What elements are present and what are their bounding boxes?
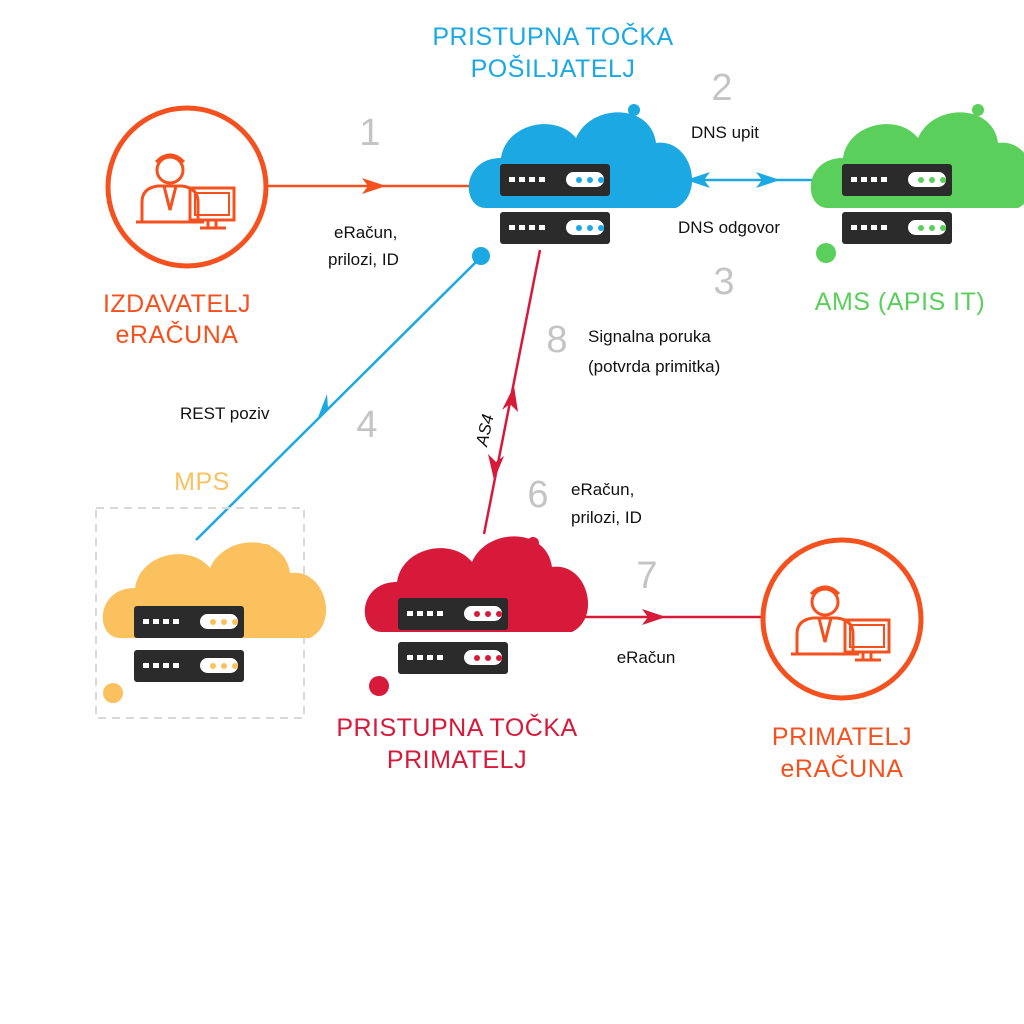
- issuer-label-1: IZDAVATELJ: [103, 290, 251, 318]
- step-4: 4: [356, 404, 377, 446]
- recipient-label-1: PRIMATELJ: [772, 723, 912, 751]
- protocol-label: AS4: [472, 412, 497, 448]
- arrow-head: [502, 386, 518, 412]
- edge-6-label-2: prilozi, ID: [571, 508, 642, 527]
- mps-node: [95, 507, 327, 719]
- step-8: 8: [546, 319, 567, 361]
- arrow-head: [362, 178, 386, 194]
- sender-ap-node: [468, 104, 693, 244]
- step-6: 6: [527, 474, 548, 516]
- arrow-head: [686, 172, 710, 188]
- issuer-label-2: eRAČUNA: [116, 320, 239, 349]
- arrow-head: [488, 454, 504, 480]
- edge-1-label-1: eRačun,: [334, 223, 397, 242]
- ams-label: AMS (APIS IT): [815, 288, 985, 316]
- edge-2-label: DNS upit: [691, 123, 759, 142]
- edge-4-label: REST poziv: [180, 404, 270, 423]
- arrow-head: [756, 172, 780, 188]
- sender-ap-label-1: PRISTUPNA TOČKA: [432, 22, 673, 51]
- receiver-ap-node: [364, 536, 589, 696]
- ams-node: [810, 104, 1024, 263]
- dot: [472, 247, 490, 265]
- edge-7-label: eRačun: [617, 648, 676, 667]
- receiver-ap-label-1: PRISTUPNA TOČKA: [336, 713, 577, 742]
- sender-ap-label-2: POŠILJATELJ: [471, 54, 636, 83]
- step-7: 7: [636, 555, 657, 597]
- receiver-ap-label-2: PRIMATELJ: [387, 746, 527, 774]
- recipient-label-2: eRAČUNA: [781, 754, 904, 783]
- step-3: 3: [713, 261, 734, 303]
- step-1: 1: [359, 112, 380, 154]
- recipient-node: [760, 537, 924, 701]
- mps-label: MPS: [174, 468, 230, 496]
- edge-3-label: DNS odgovor: [678, 218, 780, 237]
- edge-1-label-2: prilozi, ID: [328, 250, 399, 269]
- arrow-head: [642, 609, 666, 625]
- edge-sender-to-mps: [195, 259, 479, 541]
- arrow-head: [317, 394, 336, 420]
- edge-8-label-1: Signalna poruka: [588, 327, 711, 346]
- issuer-node: [105, 105, 269, 269]
- edge-8-label-2: (potvrda primitka): [588, 357, 720, 376]
- edge-6-label-1: eRačun,: [571, 480, 634, 499]
- step-2: 2: [711, 67, 732, 109]
